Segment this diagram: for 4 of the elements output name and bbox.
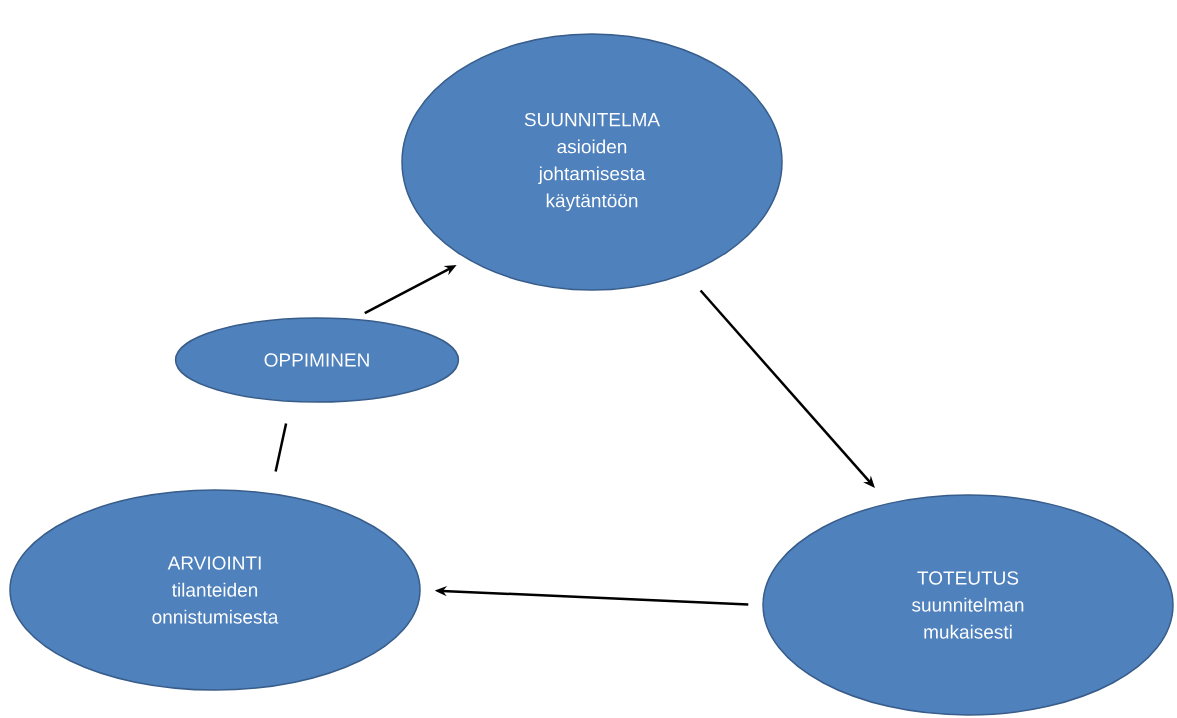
ellipse-node: SUUNNITELMA asioiden johtamisesta käytäntöön bbox=[401, 33, 783, 291]
ellipse-node: ARVIOINTI tilanteiden onnistumisesta bbox=[9, 489, 421, 691]
ellipse-node: TOTEUTUS suunnitelman mukaisesti bbox=[762, 494, 1174, 716]
ellipse-node: OPPIMINEN bbox=[174, 317, 460, 403]
